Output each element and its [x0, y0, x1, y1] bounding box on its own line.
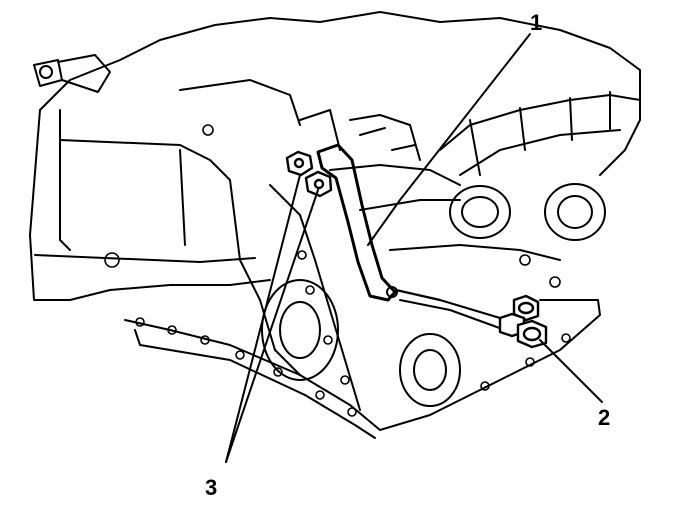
leader-lines: [225, 33, 603, 463]
callout-2: 2: [598, 405, 610, 430]
callout-3: 3: [205, 475, 217, 500]
leader-line-3a: [225, 174, 301, 463]
leader-line-1: [367, 33, 531, 246]
leader-line-2: [539, 339, 603, 403]
bolt-pattern: [104, 124, 571, 417]
engine-block: [29, 11, 641, 439]
bolts-item-2: [498, 294, 548, 349]
nuts-item-3: [285, 150, 333, 198]
leader-line-3b: [225, 189, 319, 463]
callout-1: 1: [530, 10, 542, 35]
